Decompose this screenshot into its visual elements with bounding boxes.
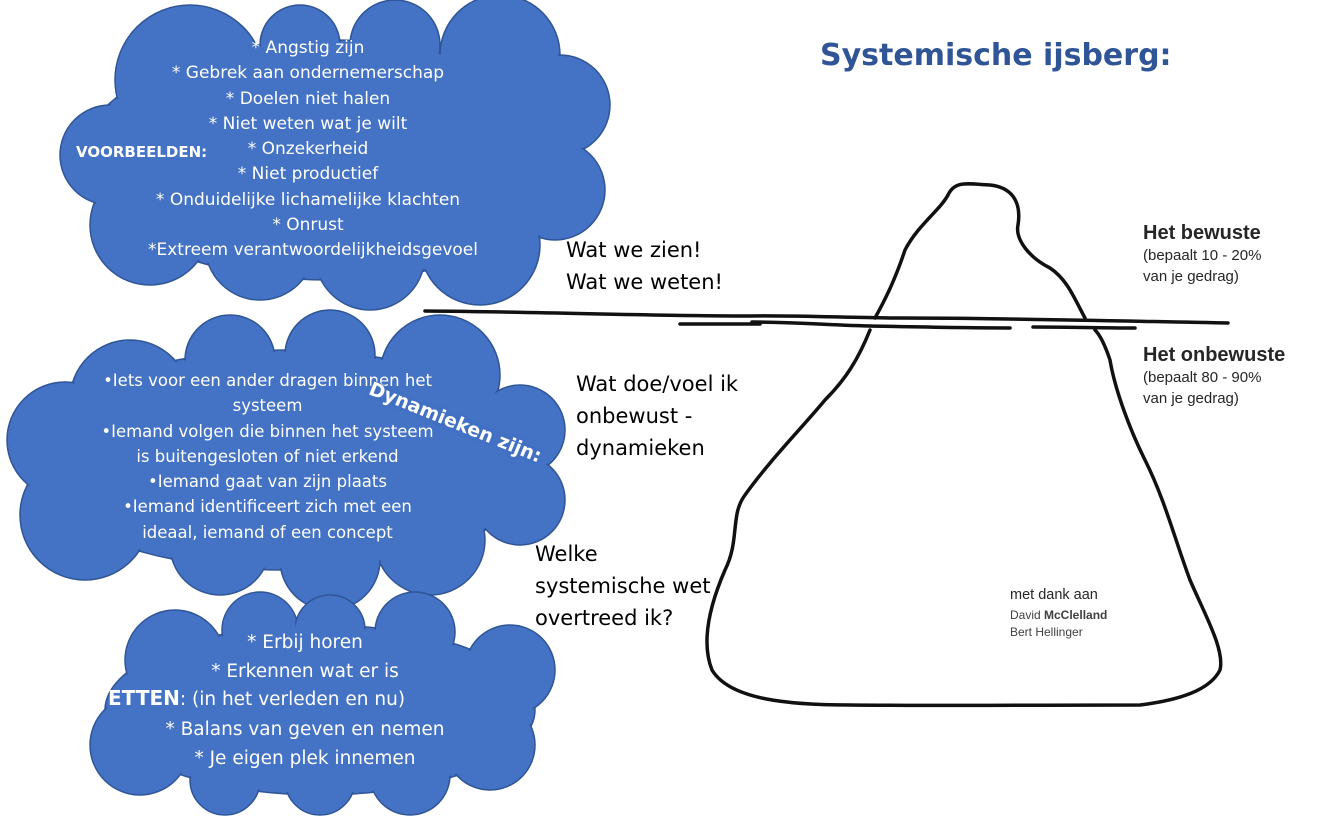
bewuste-block: Het bewuste (bepaalt 10 - 20% van je ged… — [1143, 222, 1261, 287]
waterline — [423, 309, 1230, 330]
bewuste-line: (bepaalt 10 - 20% — [1143, 247, 1262, 264]
cloud-wetten — [89, 591, 556, 816]
voorbeelden-item: * Angstig zijn — [251, 38, 365, 58]
onbewuste-line: van je gedrag) — [1143, 390, 1239, 407]
voorbeelden-item: *Extreem verantwoordelijkheidsgevoel — [148, 240, 478, 261]
dynamieken-item: is buitengesloten of niet erkend — [136, 446, 399, 466]
credit-name: David McClelland — [1010, 607, 1107, 624]
wetten-list: * Erbij horen * Erkennen wat er is * Bal… — [150, 628, 460, 773]
wetten-label-row: WETTEN: (in het verleden en nu) — [86, 686, 405, 710]
page-title: Systemische ijsberg: — [820, 38, 1172, 73]
dynamieken-item: •Iemand volgen die binnen het systeem — [101, 421, 434, 441]
voorbeelden-item: * Niet weten wat je wilt — [208, 113, 408, 134]
wetten-item: * Erkennen wat er is — [211, 661, 399, 682]
voorbeelden-list: * Angstig zijn * Gebrek aan ondernemersc… — [148, 36, 478, 264]
wetten-label-suffix: : (in het verleden en nu) — [179, 689, 406, 710]
voorbeelden-item: * Onduidelijke lichamelijke klachten — [155, 189, 461, 210]
dynamieken-list: •Iets voor een ander dragen binnen het s… — [80, 368, 455, 545]
bewuste-line: van je gedrag) — [1143, 268, 1239, 285]
doe-line: Wat doe/voel ik — [576, 372, 739, 396]
credit-first-name: David — [1010, 608, 1045, 622]
wetten-item: * Je eigen plek innemen — [194, 748, 416, 769]
credits: met dank aan David McClelland Bert Helli… — [1010, 587, 1107, 641]
dynamieken-item: •Iets voor een ander dragen binnen het — [103, 371, 432, 390]
wetten-label: WETTEN — [86, 686, 180, 710]
credit-name: Bert Hellinger — [1010, 625, 1083, 639]
iceberg-outline — [705, 182, 1223, 708]
wetten-item: * Erbij horen — [247, 632, 363, 653]
credit-last-name: McClelland — [1044, 608, 1108, 622]
voorbeelden-item: * Doelen niet halen — [225, 88, 391, 109]
cloud-voorbeelden — [59, 0, 611, 311]
doe-text: Wat doe/voel ik onbewust - dynamieken — [576, 368, 738, 464]
wet-line: systemische wet — [535, 574, 711, 598]
onbewuste-line: (bepaalt 80 - 90% — [1143, 369, 1262, 386]
wetten-item: * Balans van geven en nemen — [165, 719, 445, 740]
voorbeelden-item: * Niet productief — [237, 164, 379, 185]
bewuste-title: Het bewuste — [1143, 222, 1261, 244]
dynamieken-item: systeem — [232, 396, 303, 416]
wet-text: Welke systemische wet overtreed ik? — [535, 538, 710, 634]
doe-line: onbewust - — [576, 404, 693, 428]
zien-line: Wat we zien! — [566, 238, 702, 262]
credit-title: met dank aan — [1010, 587, 1098, 603]
cloud-dynamieken — [6, 309, 566, 611]
onbewuste-block: Het onbewuste (bepaalt 80 - 90% van je g… — [1143, 344, 1285, 409]
dynamieken-item: •Iemand gaat van zijn plaats — [148, 472, 387, 492]
wet-line: overtreed ik? — [535, 606, 674, 630]
voorbeelden-item: * Gebrek aan ondernemerschap — [171, 63, 445, 84]
zien-line: Wat we weten! — [566, 270, 723, 294]
voorbeelden-item: * Onrust — [272, 215, 344, 236]
voorbeelden-label: VOORBEELDEN: — [76, 143, 208, 161]
dynamieken-item: •Iemand identificeert zich met een — [123, 497, 412, 517]
wet-line: Welke — [535, 542, 598, 566]
onbewuste-title: Het onbewuste — [1143, 344, 1286, 366]
zien-text: Wat we zien! Wat we weten! — [566, 234, 723, 298]
dynamieken-item: ideaal, iemand of een concept — [142, 522, 393, 542]
doe-line: dynamieken — [576, 436, 705, 460]
voorbeelden-item: * Onzekerheid — [247, 139, 369, 160]
